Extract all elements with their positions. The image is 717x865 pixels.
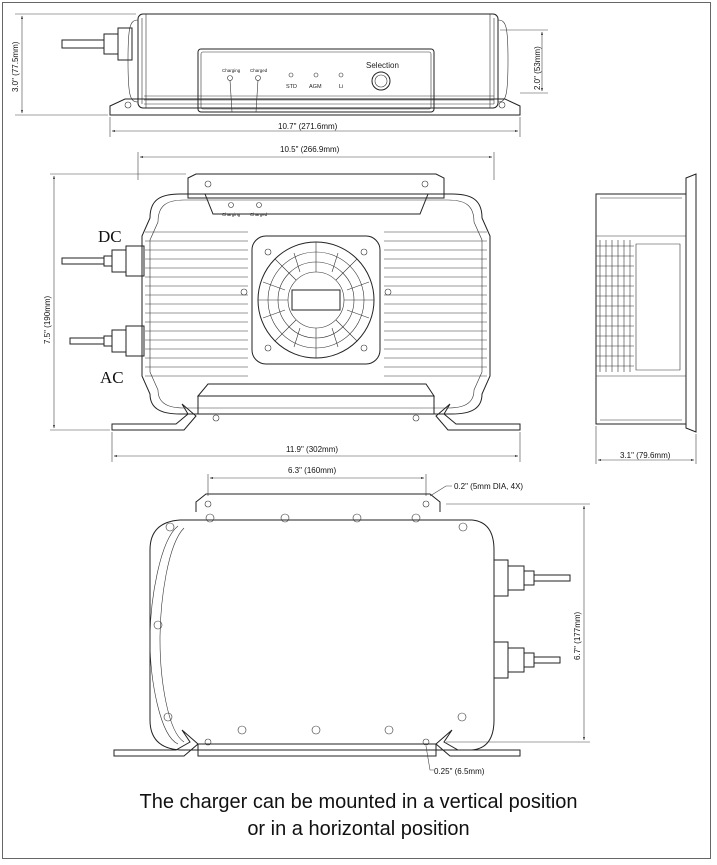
top-view: Charging Charged STD AGM Li Selection 3.… [11, 13, 548, 137]
charged-led-icon [255, 75, 261, 81]
top-width-dim: 10.7" (271.6mm) [278, 122, 338, 131]
front-top-dim: 10.5" (266.9mm) [280, 145, 340, 154]
drawing-frame [2, 2, 711, 859]
front-view: 10.5" (266.9mm) Charging Charged [43, 145, 521, 462]
dc-label: DC [98, 227, 122, 246]
bottom-hole-dia-dim: 0.2" (5mm DIA, 4X) [454, 482, 523, 491]
selection-label: Selection [366, 61, 399, 70]
std-label: STD [286, 84, 297, 90]
bottom-connector-upper [493, 559, 571, 597]
dc-connector [61, 245, 145, 277]
top-panel-dim: 2.0" (53mm) [533, 46, 542, 90]
caption-line-1: The charger can be mounted in a vertical… [139, 791, 578, 813]
selection-button[interactable] [371, 71, 391, 91]
bottom-foot-dim: 0.25" (6.5mm) [434, 767, 485, 776]
front-charged-label: Charged [250, 212, 268, 217]
top-charged-label: Charged [250, 68, 268, 73]
top-height-dim: 3.0" (77.5mm) [11, 41, 20, 92]
bottom-hole-spacing-dim: 6.3" (160mm) [288, 466, 337, 475]
ac-label: AC [100, 368, 124, 387]
agm-led-icon [313, 72, 319, 78]
li-label: Li [339, 84, 343, 90]
front-height-dim: 7.5" (190mm) [43, 295, 52, 344]
ac-connector [69, 325, 145, 357]
side-view: 3.1" (79.6mm) [595, 173, 697, 464]
agm-label: AGM [309, 84, 322, 90]
cooling-fins [145, 231, 487, 377]
top-charging-label: Charging [222, 68, 241, 73]
side-depth-dim: 3.1" (79.6mm) [620, 451, 671, 460]
bottom-connector-lower [493, 641, 561, 679]
std-led-icon [288, 72, 294, 78]
caption: The charger can be mounted in a vertical… [0, 789, 717, 843]
bottom-view: 6.3" (160mm) 0.2" (5mm DIA, 4X) [113, 466, 590, 776]
charging-led-icon [227, 75, 233, 81]
caption-line-2: or in a horizontal position [247, 818, 470, 840]
fan-grille [251, 235, 381, 365]
li-led-icon [338, 72, 344, 78]
front-charging-label: Charging [222, 212, 241, 217]
front-base-dim: 11.9" (302mm) [286, 445, 338, 454]
bottom-height-dim: 6.7" (177mm) [573, 611, 582, 660]
mounting-screws [153, 513, 468, 746]
